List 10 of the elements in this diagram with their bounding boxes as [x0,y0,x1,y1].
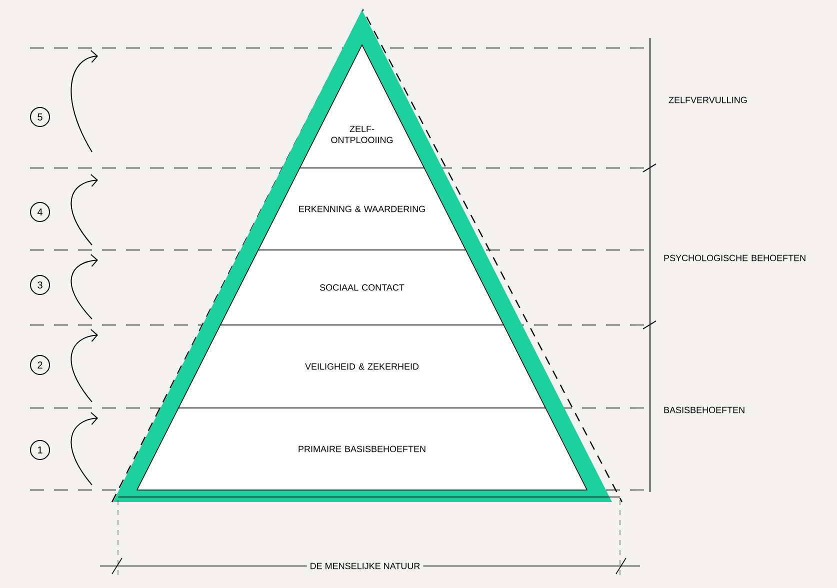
circled-number: 2 [30,354,50,375]
circled-number: 3 [30,275,50,295]
circled-number: 4 [30,202,50,222]
bracket-label: PSYCHOLOGISCHE BEHOEFTEN [664,254,806,262]
pyramid-level: ERKENNING & WAARDERING [258,168,466,250]
circled-number: 5 [30,107,50,127]
circled-number: 1 [30,440,50,460]
bracket-label: BASISBEHOEFTEN [664,406,744,414]
bracket-label: ZELFVERVULLING [668,96,747,104]
dimension-label: DE MENSELIJKE NATUUR [306,560,424,572]
